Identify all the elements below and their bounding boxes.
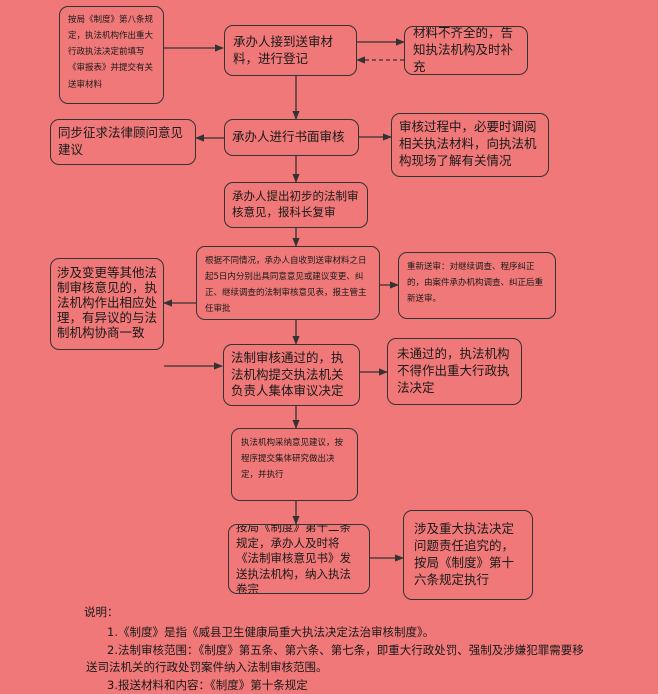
passed-review-box: 法制审核通过的，执法机构提交执法机关负责人集体审议决定 bbox=[223, 344, 360, 406]
resubmit-box: 重新送审：对继续调查、程序纠正的，由案件承办机构调查、纠正后重新送审。 bbox=[398, 252, 556, 319]
not-passed-box: 未通过的，执法机构不得作出重大行政执法决定 bbox=[387, 338, 522, 405]
accountability-box: 涉及重大执法决定问题责任追究的，按局《制度》第十六条规定执行 bbox=[403, 510, 533, 600]
accept-register-box: 承办人接到送审材料，进行登记 bbox=[224, 25, 357, 76]
notes-heading: 说明： bbox=[84, 605, 119, 619]
adopt-opinion-box: 执法机构采纳意见建议，按程序提交集体研究做出决定，并执行 bbox=[231, 428, 358, 501]
note-line-2a: 2.法制审核范围：《制度》第五条、第六条、第七条，即重大行政处罚、强制及涉嫌犯罪… bbox=[107, 643, 584, 657]
archive-box: 按局《制度》第十二条规定，承办人及时将《法制审核意见书》发送执法机构，纳入执法卷… bbox=[228, 524, 370, 594]
review-inquiry-box: 审核过程中，必要时调阅相关执法材料，向执法机构现场了解有关情况 bbox=[391, 113, 549, 177]
note-line-1: 1.《制度》是指《威县卫生健康局重大执法决定法治审核制度》。 bbox=[107, 625, 435, 639]
note-line-2b: 送司法机关的行政处罚案件纳入法制审核范围。 bbox=[86, 660, 328, 674]
related-changes-box: 涉及变更等其他法制审核意见的，执法机构作出相应处理，有异议的与法制机构协商一致 bbox=[50, 258, 164, 350]
note-line-3: 3.报送材料和内容：《制度》第十条规定 bbox=[107, 678, 308, 692]
notes-section: 说明： 1.《制度》是指《威县卫生健康局重大执法决定法治审核制度》。 2.法制审… bbox=[0, 604, 658, 693]
preliminary-opinion-box: 承办人提出初步的法制审核意见，报科长复审 bbox=[224, 182, 368, 228]
situation-box: 根据不同情况，承办人自收到送审材料之日起5日内分别出具同意意见或建议变更、纠正、… bbox=[196, 246, 380, 320]
written-review-box: 承办人进行书面审核 bbox=[224, 119, 359, 156]
incomplete-notice-box: 材料不齐全的，告知执法机构及时补充 bbox=[404, 26, 528, 75]
consult-legal-box: 同步征求法律顾问意见建议 bbox=[50, 119, 196, 165]
basis-box: 按局《制度》第八条规定，执法机构作出重大行政执法决定前填写《审报表》并提交有关送… bbox=[59, 6, 164, 104]
